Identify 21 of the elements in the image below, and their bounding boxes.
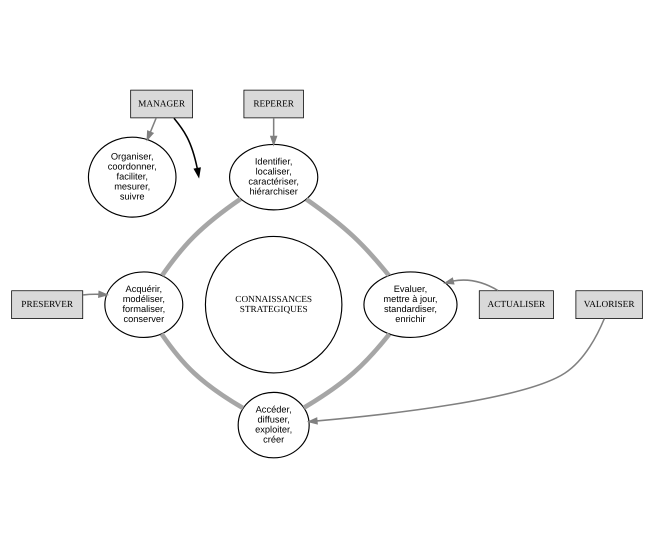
connector bbox=[160, 196, 242, 276]
arrow bbox=[270, 118, 278, 146]
arrow bbox=[443, 276, 498, 291]
node-box: REPERER bbox=[244, 89, 304, 118]
node-box: PRESERVER bbox=[11, 290, 84, 318]
node-ellipse: Acquérir, modéliser, formaliser, conserver bbox=[104, 270, 184, 338]
node-box: MANAGER bbox=[130, 89, 193, 118]
node-ellipse: Identifier, localiser, caractériser, hiérarchiser bbox=[228, 143, 318, 210]
node-ellipse: Evaluer, mettre à jour, standardiser, enrichir bbox=[363, 270, 458, 338]
node-circle: Organiser, coordonner, faciliter, mesurer, suivre bbox=[88, 136, 177, 218]
arrow bbox=[82, 290, 110, 298]
arrow bbox=[173, 117, 201, 178]
connector bbox=[302, 332, 392, 410]
node-box: ACTUALISER bbox=[478, 290, 554, 318]
node-box: VALORISER bbox=[576, 290, 643, 318]
node-circle: Accéder, diffuser, exploiter, créer bbox=[238, 391, 310, 458]
arrow bbox=[146, 117, 157, 142]
arrow bbox=[306, 318, 605, 424]
connector bbox=[160, 332, 244, 410]
node-circle: CONNAISSANCES STRATEGIQUES bbox=[204, 235, 342, 373]
connector bbox=[305, 196, 391, 276]
